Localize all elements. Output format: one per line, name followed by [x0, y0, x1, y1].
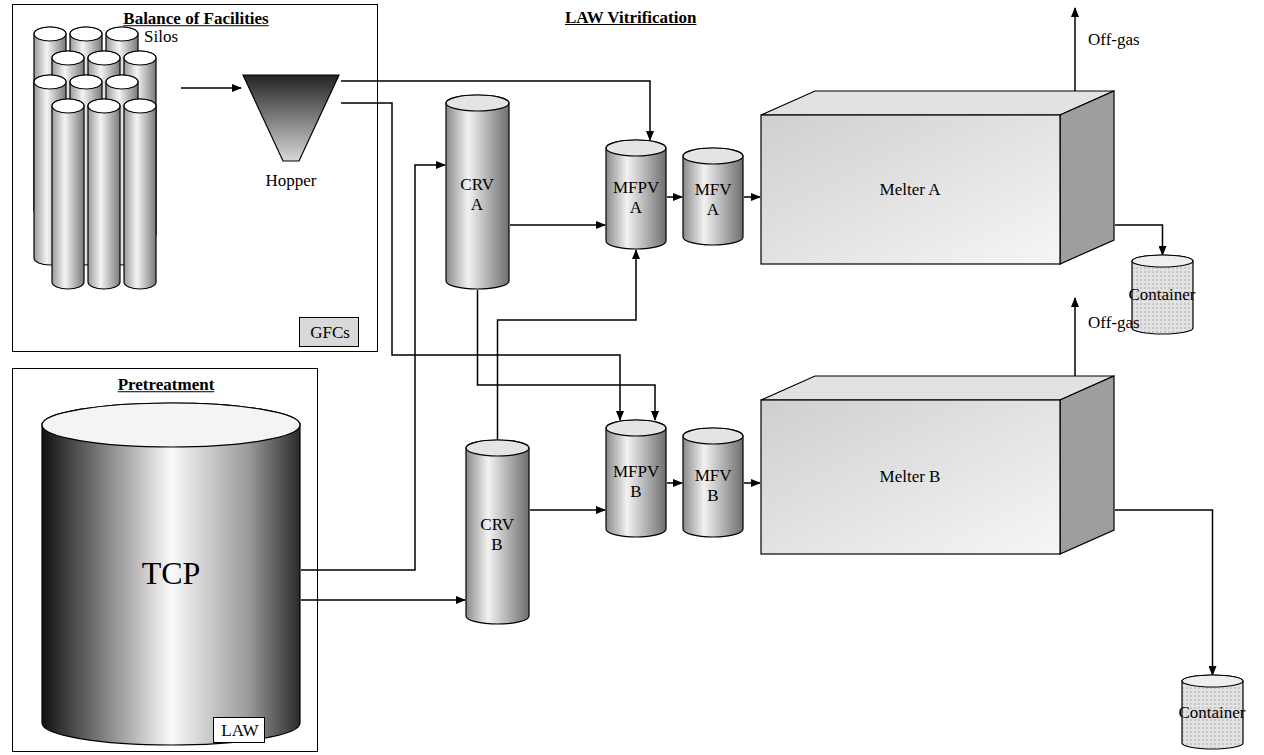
law-box: LAW	[213, 717, 265, 743]
flow-line	[498, 250, 637, 440]
node-text: MFPV A	[613, 178, 659, 217]
flow-line	[1115, 225, 1163, 255]
hopper: Hopper	[241, 73, 341, 198]
flow-line	[530, 509, 605, 511]
facility-region: Balance of FacilitiesSilosHopperGFCs	[12, 4, 378, 352]
node-text: Hopper	[266, 171, 317, 191]
container: Container	[1170, 675, 1255, 750]
gfc-box: GFCs	[299, 317, 359, 347]
flow-line	[510, 224, 605, 226]
flow-line	[301, 165, 445, 570]
flow-line	[667, 482, 682, 484]
node-text: Container	[1178, 703, 1245, 723]
flow-line	[478, 290, 656, 420]
melter: Melter A	[760, 90, 1115, 265]
node-text: TCP	[142, 555, 201, 592]
pretreatment-region: PretreatmentTCP LAW	[12, 368, 318, 752]
flow-line	[181, 87, 241, 89]
melter-shape	[760, 375, 1115, 555]
melter-shape	[760, 90, 1115, 265]
node-text: Container	[1128, 285, 1195, 305]
node-text: MFV A	[695, 180, 732, 219]
node-text: MFPV B	[613, 462, 659, 501]
crv-vessel: CRV A	[445, 95, 510, 290]
node-text: MFV B	[695, 466, 732, 505]
mfv-vessel: MFV B	[682, 428, 744, 538]
node-text: LAW	[221, 721, 258, 741]
off-gas-label: Off-gas	[1088, 30, 1140, 50]
off-gas-arrow	[1074, 8, 1076, 100]
flow-line	[744, 482, 760, 484]
silo-group: Silos	[26, 23, 181, 313]
flow-line	[744, 196, 760, 198]
flow-line	[301, 599, 465, 601]
silos-shape	[26, 23, 181, 313]
node-text: Pretreatment	[118, 375, 215, 395]
tcp-tank: TCP LAW	[41, 403, 301, 746]
node-text: CRV A	[460, 175, 493, 214]
section-title: LAW Vitrification	[565, 8, 696, 28]
node-text: Melter B	[880, 467, 941, 487]
flow-line	[667, 196, 682, 198]
off-gas-arrow	[1074, 298, 1076, 385]
node-text: GFCs	[310, 323, 350, 343]
off-gas-label: Off-gas	[1088, 313, 1140, 333]
mfpv-vessel: MFPV B	[605, 420, 667, 538]
crv-vessel: CRV B	[465, 440, 530, 625]
node-text: Silos	[142, 27, 180, 47]
node-text: CRV B	[480, 515, 513, 554]
mfv-vessel: MFV A	[682, 148, 744, 246]
node-text: Balance of Facilities	[123, 9, 268, 29]
mfpv-vessel: MFPV A	[605, 140, 667, 250]
flow-line	[1115, 510, 1213, 675]
melter: Melter B	[760, 375, 1115, 555]
node-text: Melter A	[880, 180, 941, 200]
